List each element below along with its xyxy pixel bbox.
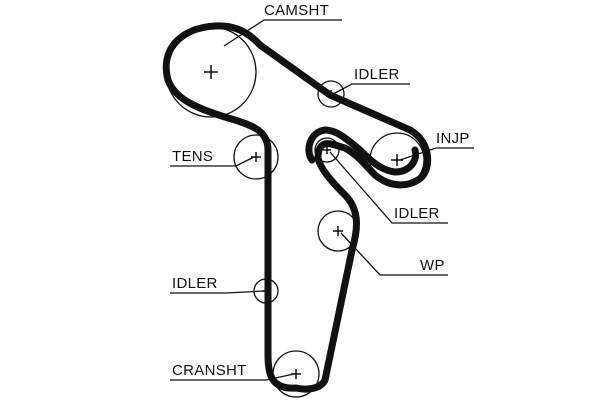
tensioner-label: TENS bbox=[172, 148, 213, 165]
timing-belt-inner-run bbox=[305, 126, 420, 176]
injection-pump-leader bbox=[399, 147, 474, 161]
idler-top-pulley bbox=[317, 80, 345, 108]
idler-middle-pulley bbox=[314, 137, 340, 163]
camshaft-label: CAMSHT bbox=[264, 2, 329, 19]
water-pump-pulley bbox=[317, 210, 359, 252]
idler-top-leader bbox=[332, 83, 410, 95]
water-pump-leader bbox=[340, 232, 448, 276]
idler-bottom-leader bbox=[170, 290, 265, 294]
camshaft-pulley bbox=[165, 26, 257, 118]
water-pump-label: WP bbox=[420, 257, 445, 274]
injection-pump-label: INJP bbox=[436, 130, 470, 147]
idler-middle-label: IDLER bbox=[394, 205, 440, 222]
idler-bottom-label: IDLER bbox=[172, 275, 218, 292]
crankshaft-leader bbox=[170, 373, 295, 381]
timing-belt-outer-run bbox=[162, 22, 432, 393]
crankshaft-label: CRANSHT bbox=[172, 362, 247, 379]
tensioner-leader bbox=[170, 156, 255, 167]
idler-top-label: IDLER bbox=[354, 66, 400, 83]
camshaft-leader bbox=[223, 19, 342, 47]
idler-middle-leader bbox=[329, 151, 448, 224]
